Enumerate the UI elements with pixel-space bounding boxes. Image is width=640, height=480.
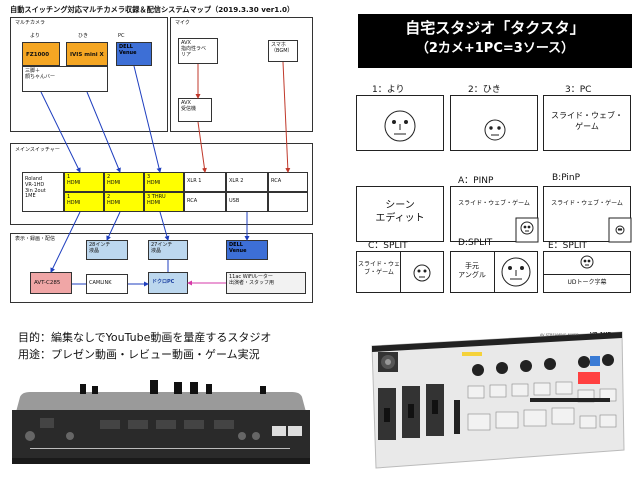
hdmi-out-3-thru: 3 THRU HDMI (144, 192, 184, 212)
studio-title-line1: 自宅スタジオ「タクスタ」 (405, 19, 585, 37)
scene-edit-text: シーン エディット (375, 200, 425, 224)
split-e-label: E：SPLIT (548, 241, 587, 251)
split-d-label: D:SPLIT (458, 238, 493, 248)
usb-port: USB (226, 192, 268, 212)
camera-dell-venue: DELL Venue (116, 42, 152, 66)
map-title: 自動スイッチング対応マルチカメラ収録＆配信システムマップ（2019.3.30 v… (10, 5, 295, 14)
pinp-a-slide-text: スライド・ウェブ・ゲーム (458, 200, 530, 207)
connection-lines (40, 61, 291, 287)
device-back-photo (12, 380, 310, 464)
rca-bottom: RCA (184, 192, 226, 212)
camera-section-label: マルチカメラ (15, 20, 46, 26)
scene-edit-frame (356, 186, 444, 242)
smartphone-bgm: スマホ （BGM） (268, 40, 298, 62)
source-3-label: 3：PC (565, 85, 592, 95)
hdmi-in-1: 1 HDMI (64, 172, 104, 192)
device-brand-label: Roland (404, 328, 432, 336)
hdmi-out-2: 2 HDMI (104, 192, 144, 212)
face-icon-source-1 (384, 110, 416, 142)
camera-section (10, 17, 168, 132)
camlink: CAMLINK (86, 274, 128, 294)
empty-port (268, 192, 308, 212)
wifi-router: 11ac WiFiルーター 出演者・スタッフ用 (226, 272, 306, 294)
studio-title-line2: （2カメ+1PC=3ソース） (415, 41, 575, 56)
output-section-label: 表示・録画・配信 (15, 236, 56, 242)
source-2-frame (450, 95, 538, 151)
device-subtitle-label: AV STREAMING MIXER (540, 333, 579, 337)
split-c-label: C：SPLIT (368, 241, 408, 251)
face-drawings (384, 110, 632, 287)
split-d-hand-text: 手元 アングル (458, 262, 486, 280)
switcher-section-label: メインスイッチャー (15, 147, 60, 153)
pinp-b-label: B:PinP (552, 173, 581, 183)
studio-title-banner (358, 14, 632, 68)
purpose-line1: 目的：編集なしでYouTube動画を量産するスタジオ (18, 331, 272, 344)
face-icon-pinp-b (608, 217, 632, 243)
split-e-divider (543, 274, 631, 275)
avx-receiver: AVX 受信機 (178, 98, 212, 122)
source-3-slide-text: スライド・ウェブ・ ゲーム (551, 111, 623, 132)
face-icon-split-c (413, 264, 431, 282)
hdmi-in-2: 2 HDMI (104, 172, 144, 192)
face-icon-split-e (580, 255, 594, 269)
camera-fz1000: FZ1000 (22, 42, 60, 66)
source-1-frame (356, 95, 444, 151)
split-c-divider (400, 251, 401, 293)
split-d-divider (494, 251, 495, 293)
hdmi-out-1: 1 HDMI (64, 192, 104, 212)
hdmi-in-3: 3 HDMI (144, 172, 184, 192)
source-3-frame (543, 95, 631, 151)
mic-section-label: マイク (175, 20, 190, 26)
camera-col-yori: より (30, 33, 40, 39)
camera-col-pc: PC (118, 33, 125, 39)
camera-ivis: IVIS mini X (66, 42, 108, 66)
camera-col-hiki: ひき (78, 33, 89, 39)
split-c-slide-text: スライド・ウェ ブ・ゲーム (358, 261, 401, 277)
switcher-device: Roland VR-1HD 3in 2out 1ME (22, 172, 64, 212)
source-2-label: 2：ひき (468, 85, 501, 95)
pinp-a-label: A：PINP (458, 176, 494, 186)
device-model-label: VR-1HD (590, 332, 612, 338)
face-icon-source-2 (484, 119, 506, 141)
tripod-box: 三脚＋ 顔ちゃんバー (22, 66, 108, 92)
avx-transmitter: AVX 指向性ラベ リア (178, 38, 218, 64)
split-e-frame (543, 251, 631, 293)
device-front-photo (371, 331, 625, 469)
xlr-2: XLR 2 (226, 172, 268, 192)
face-icon-split-d (501, 257, 531, 287)
split-e-udtalk-text: UDトーク字幕 (567, 279, 607, 286)
face-icon-pinp-a (515, 217, 539, 243)
purpose-line2: 用途：プレゼン動画・レビュー動画・ゲーム実況 (18, 348, 260, 361)
pinp-b-slide-text: スライド・ウェブ・ゲーム (551, 200, 623, 207)
source-1-label: 1：より (372, 85, 405, 95)
mic-section (170, 17, 313, 132)
